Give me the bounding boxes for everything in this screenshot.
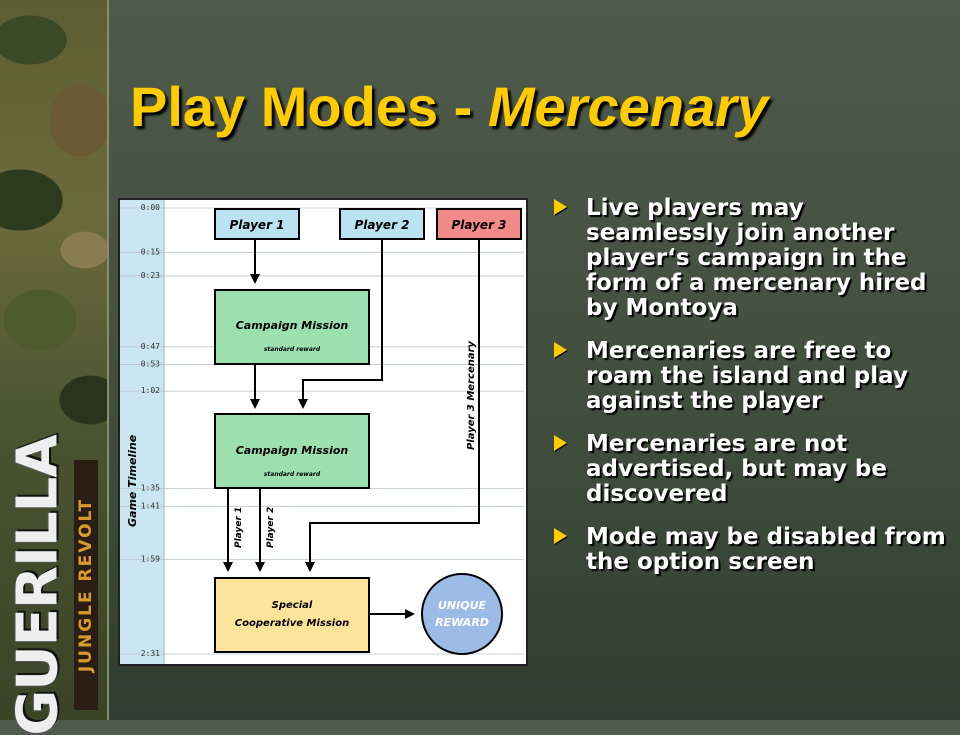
reward-line2: REWARD	[435, 616, 489, 629]
player1-box	[214, 208, 300, 240]
bullet-item: Mode may be disabled from the option scr…	[552, 525, 952, 575]
bullet-arrow-icon	[554, 342, 567, 358]
timeline-tick-label: 1:41	[141, 501, 160, 510]
logo-main-text: GUERILLA	[5, 434, 71, 735]
arrow-p3-mercenary	[305, 239, 480, 572]
campaign-mission-2-box	[214, 413, 370, 489]
bullet-item: Mercenaries are free to roam the island …	[552, 339, 952, 414]
p1-arrow-label: Player 1	[234, 507, 244, 548]
title-accent: Mercenary	[487, 75, 769, 138]
timeline-tick-label: 1:35	[141, 484, 160, 493]
flow-diagram-svg: 0:00 0:15 0:23 0:47 0:53 1:02 1:35 1:41 1:59 2:31…	[120, 200, 524, 664]
timeline-tick-label: 0:23	[141, 271, 160, 280]
timeline-tick-label: 0:15	[141, 247, 160, 256]
sidebar-camo-banner: GUERILLA JUNGLE REVOLT	[0, 0, 109, 735]
campaign-mission-2-title: Campaign Mission	[236, 444, 349, 457]
bullet-list: Live players may seamlessly join another…	[552, 196, 952, 593]
timeline-tick-label: 2:31	[141, 649, 160, 658]
bullet-text: Mercenaries are free to roam the island …	[586, 338, 908, 414]
timeline-tick-label: 0:00	[141, 203, 160, 212]
special-mission-line1: Special	[272, 600, 313, 611]
guerilla-logo: GUERILLA	[6, 435, 71, 735]
special-mission-line2: Cooperative Mission	[235, 618, 349, 629]
logo-sub-text: JUNGLE REVOLT	[76, 497, 96, 673]
special-mission-box	[214, 577, 370, 653]
campaign-mission-1-box	[214, 289, 370, 365]
bullet-item: Mercenaries are not advertised, but may …	[552, 432, 952, 507]
jungle-revolt-logo: JUNGLE REVOLT	[74, 460, 98, 710]
flow-diagram: 0:00 0:15 0:23 0:47 0:53 1:02 1:35 1:41 1:59 2:31…	[118, 198, 528, 666]
title-main: Play Modes -	[130, 75, 488, 138]
campaign-mission-1-title: Campaign Mission	[236, 319, 349, 332]
timeline-tick-label: 0:47	[141, 342, 160, 351]
player3-label: Player 3	[451, 218, 506, 232]
timeline-label: Game Timeline	[126, 434, 139, 527]
unique-reward-circle	[421, 573, 503, 655]
bullet-text: Mode may be disabled from the option scr…	[586, 524, 946, 575]
player1-label: Player 1	[229, 218, 284, 232]
arrow-p2-join	[298, 239, 383, 409]
bullet-text: Live players may seamlessly join another…	[586, 195, 927, 321]
bullet-arrow-icon	[554, 199, 567, 215]
bullet-text: Mercenaries are not advertised, but may …	[586, 431, 887, 507]
reward-line1: UNIQUE	[438, 599, 487, 612]
timeline-tick-label: 0:53	[141, 360, 160, 369]
bullet-item: Live players may seamlessly join another…	[552, 196, 952, 321]
player3-box	[436, 208, 522, 240]
timeline-tick-label: 1:59	[141, 554, 160, 563]
campaign-mission-2-sub: standard reward	[264, 471, 321, 478]
player2-label: Player 2	[354, 218, 409, 232]
bullet-arrow-icon	[554, 528, 567, 544]
timeline-tick-label: 1:02	[141, 386, 160, 395]
p2-arrow-label: Player 2	[266, 507, 276, 548]
timeline-column	[120, 200, 164, 664]
campaign-mission-1-sub: standard reward	[264, 346, 321, 353]
slide-title: Play Modes - Mercenary	[130, 74, 768, 139]
mercenary-label: Player 3 Mercenary	[466, 340, 477, 450]
bullet-arrow-icon	[554, 435, 567, 451]
